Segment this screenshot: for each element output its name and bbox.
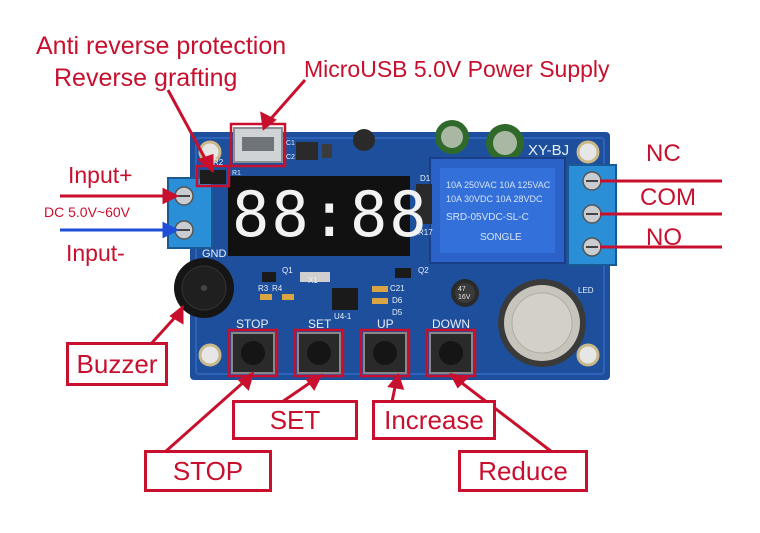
label-input-plus: Input+ xyxy=(68,162,133,188)
button-label-set: SET xyxy=(308,317,332,331)
label-anti-reverse: Anti reverse protection xyxy=(36,32,287,60)
ref-r1: R1 xyxy=(232,170,241,177)
tactile-buttons xyxy=(231,332,473,374)
ref-d6: D6 xyxy=(392,296,403,305)
ref-u4: U4-1 xyxy=(334,312,352,321)
highlight-frames xyxy=(195,122,477,378)
ref-r2: R2 xyxy=(213,158,224,167)
relay-spec-1: 10A 250VAC 10A 125VAC xyxy=(446,180,551,190)
label-increase: Increase xyxy=(372,400,496,440)
input-minus-arrow xyxy=(60,221,180,239)
label-nc: NC xyxy=(646,140,681,167)
annotation-lines xyxy=(60,79,722,454)
label-reverse-grafting: Reverse grafting xyxy=(54,64,238,92)
cap-label: 47 16V xyxy=(458,286,471,301)
label-no: NO xyxy=(646,224,682,251)
ref-d1: D1 xyxy=(420,174,431,183)
ref-d5: D5 xyxy=(392,308,403,317)
label-com: COM xyxy=(640,184,696,211)
button-label-down: DOWN xyxy=(432,317,470,331)
label-dc-range: DC 5.0V~60V xyxy=(44,204,130,220)
label-buzzer: Buzzer xyxy=(66,342,168,386)
relay-model: SRD-05VDC-SL-C xyxy=(446,212,529,223)
ref-c21: C21 xyxy=(390,284,405,293)
seven-segment-display xyxy=(228,176,410,256)
inductor xyxy=(353,129,375,151)
ref-c1: C1 xyxy=(286,140,295,147)
label-stop: STOP xyxy=(144,450,272,492)
buzzer-component xyxy=(174,258,234,318)
input-terminal-block xyxy=(167,177,213,249)
ref-r4: R4 xyxy=(272,284,283,293)
label-input-minus: Input- xyxy=(66,240,125,266)
ref-q2: Q2 xyxy=(418,266,429,275)
ref-r17: R17 xyxy=(418,228,433,237)
label-reduce: Reduce xyxy=(458,450,588,492)
mounting-holes xyxy=(198,140,600,367)
relay-spec-2: 10A 30VDC 10A 28VDC xyxy=(446,194,543,204)
button-label-up: UP xyxy=(377,317,394,331)
display-digits: 88:88 xyxy=(232,178,429,251)
board-model: XY-BJ xyxy=(528,142,570,159)
ref-c2: C2 xyxy=(286,154,295,161)
ref-r3: R3 xyxy=(258,284,269,293)
label-usb-power: MicroUSB 5.0V Power Supply xyxy=(304,56,610,82)
gnd-label: GND xyxy=(202,248,227,260)
relay-brand: SONGLE xyxy=(480,232,522,243)
ref-x1: X1 xyxy=(308,276,318,285)
button-label-stop: STOP xyxy=(236,317,269,331)
coin-cell-battery xyxy=(498,279,586,367)
label-set: SET xyxy=(232,400,358,440)
ref-led: LED xyxy=(578,286,594,295)
ref-q1: Q1 xyxy=(282,266,293,275)
diode-d1 xyxy=(416,184,432,224)
